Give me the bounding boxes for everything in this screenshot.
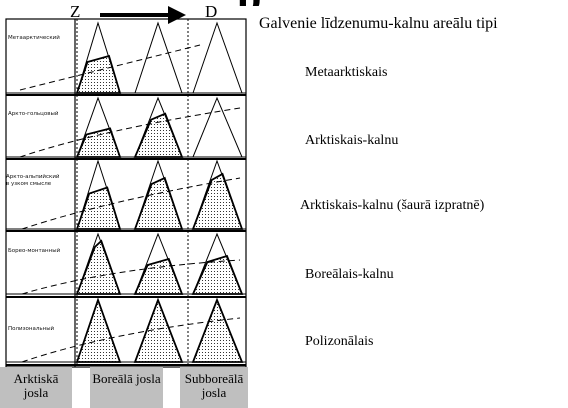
mountain-peak [134,21,183,94]
zone-subboreal: Subboreālā josla [180,367,248,408]
occupied-area [75,127,122,158]
west-label: Z [70,2,81,21]
occupied-area [133,112,184,158]
row-ru-label: Полизональный [8,326,55,332]
row-label: Metaarktiskais [305,65,388,80]
range-boundary-curve [21,259,241,295]
occupied-area [191,172,244,230]
range-boundary-curve [19,44,201,91]
chart-title: Galvenie līdzenumu-kalnu areālu tipi [259,15,498,32]
row-ru-label: Аркто-альпийский в узком смысле [6,174,60,187]
zone-arctic: Arktiskā josla [0,367,72,408]
zone-boreal: Boreālā josla [90,367,163,408]
row-label: Arktiskais-kalnu (šaurā izpratnē) [300,198,485,213]
mountain-peak [192,21,243,94]
occupied-area [75,239,122,295]
row-ru-label: Аркто-гольцовый [8,111,59,117]
row-ru-label: Борео-монтанный [8,248,61,254]
row-label: Boreālais-kalnu [305,267,394,282]
occupied-area [75,54,122,94]
occupied-area [133,176,184,230]
row-label: Polizonālais [305,334,374,349]
occupied-area [75,297,122,363]
occupied-area [191,297,244,363]
row-label: Arktiskais-kalnu [305,133,399,148]
title-fragment: p [237,0,568,6]
mountain-peak [192,96,243,158]
east-label: D [205,2,218,21]
range-boundary-curve [19,107,241,158]
direction-arrow-head [168,6,186,24]
row-ru-label: Метаарктический [8,35,60,41]
occupied-area [133,297,184,363]
